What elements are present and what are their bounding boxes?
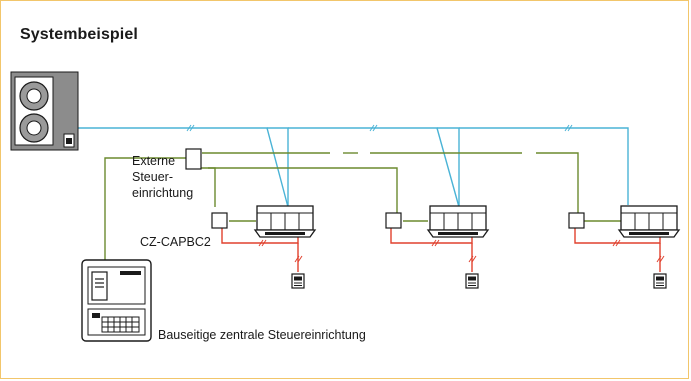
central-control-label: Bauseitige zentrale Steuereinrichtung	[158, 328, 366, 342]
outdoor-unit-icon	[10, 71, 79, 151]
external-control-label-line2: Steuer-	[132, 170, 173, 184]
remote-wire-network	[221, 226, 665, 272]
diagram-title: Systembeispiel	[20, 26, 138, 43]
cassette-unit-icon	[427, 205, 489, 238]
wired-remote-icon	[465, 273, 479, 289]
wired-remote-icon	[653, 273, 667, 289]
cassette-unit-icon	[254, 205, 316, 238]
external-control-box-icon	[185, 148, 202, 170]
external-control-label-line3: einrichtung	[132, 186, 193, 200]
central-controller-icon	[81, 259, 152, 342]
cassette-unit-icon	[618, 205, 680, 238]
adapter-box-icon	[568, 212, 585, 229]
control-wire-network	[104, 152, 621, 260]
adapter-box-icon	[385, 212, 402, 229]
adapter-box-icon	[211, 212, 228, 229]
refrigerant-pipe-network	[78, 124, 629, 208]
external-control-label-line1: Externe	[132, 154, 175, 168]
adapter-label: CZ-CAPBC2	[140, 235, 211, 249]
wired-remote-icon	[291, 273, 305, 289]
